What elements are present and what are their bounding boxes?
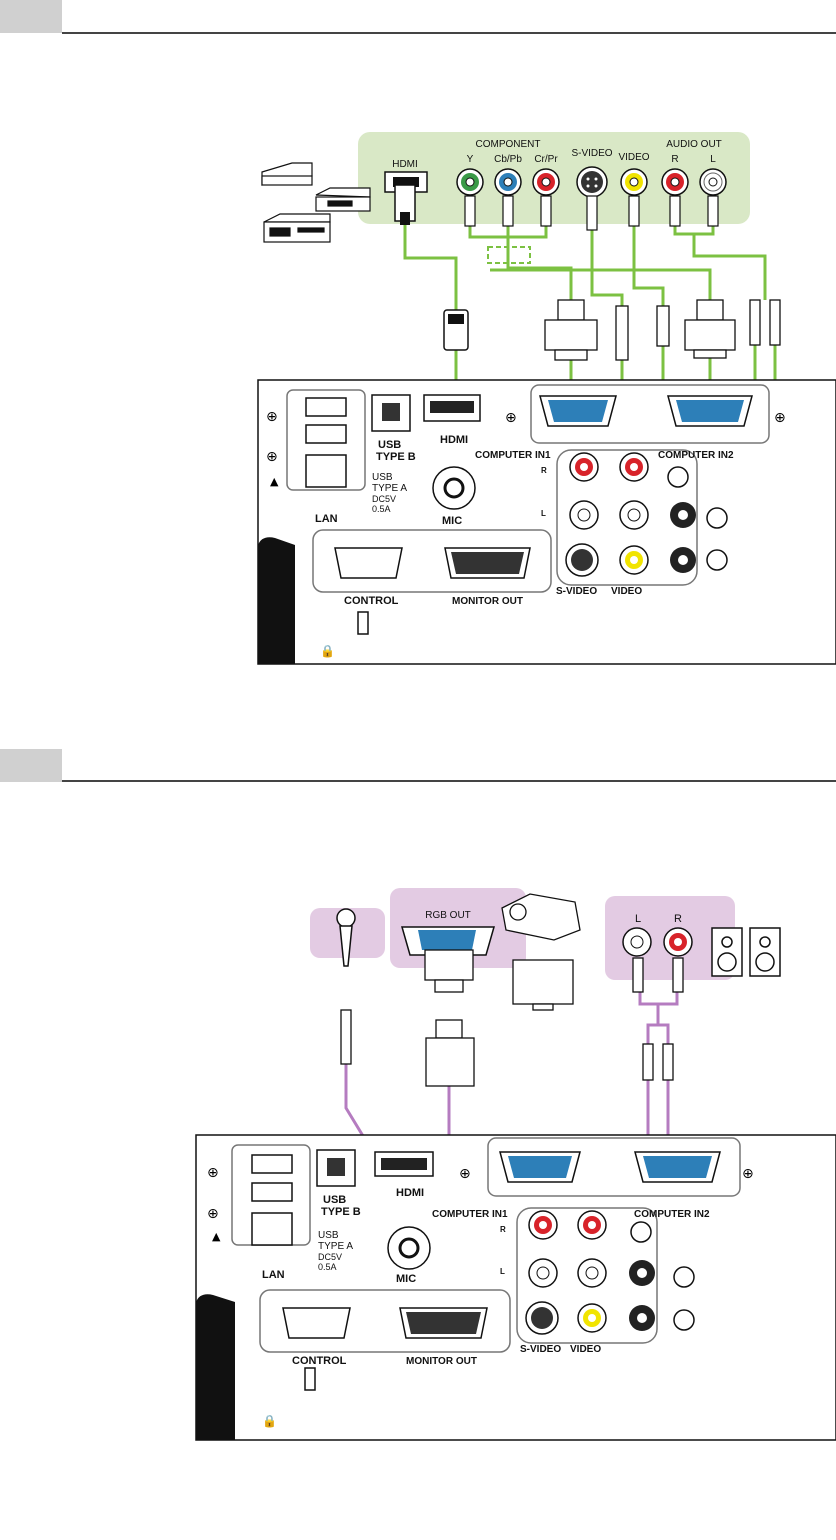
monitor-device-icon — [512, 959, 574, 1011]
rgb-cable-plug-mid-icon — [425, 1019, 475, 1087]
label-computer-in1-2: COMPUTER IN1 — [432, 1209, 508, 1220]
label-monitor-out: MONITOR OUT — [452, 596, 523, 607]
label-svideo-port: S-VIDEO — [556, 586, 597, 597]
label-audio-l: L — [710, 154, 716, 165]
source-cbpb-port — [494, 168, 522, 196]
vcr-icon — [315, 187, 371, 212]
label-audio-r: R — [671, 154, 678, 165]
label-cbpb: Cb/Pb — [494, 154, 522, 165]
label-usb-a-4: 0.5A — [372, 504, 391, 514]
source-svideo-port — [576, 166, 608, 198]
section-1-marker — [0, 0, 62, 33]
warning-triangle-icon: ▲ — [270, 475, 279, 488]
label-lan: LAN — [315, 513, 338, 525]
video-plug-icon — [656, 305, 670, 347]
label-mic-2: MIC — [396, 1273, 416, 1285]
label-video-port: VIDEO — [611, 586, 642, 597]
source-video-port — [620, 168, 648, 196]
label-usb-a-3-2: DC5V — [318, 1252, 342, 1262]
projector-rear-panel-2: 🔒 ⊕ ⊕ ⊕ ⊕ ▲ — [195, 1134, 836, 1441]
label-hdmi-source: HDMI — [392, 159, 418, 170]
label-video-source: VIDEO — [618, 152, 649, 163]
label-usb-b-1-2: USB — [323, 1194, 346, 1206]
audio-stereo-plugs-icon — [749, 299, 781, 346]
source-audio-r-port — [661, 168, 689, 196]
rgb-out-port — [401, 926, 495, 956]
label-video-port-2: VIDEO — [570, 1344, 601, 1355]
speaker-r-port — [663, 927, 693, 957]
label-usb-a-1: USB — [372, 472, 393, 483]
vga-plug-in1-icon — [544, 299, 598, 361]
speaker-plugs-top-icon — [632, 957, 684, 993]
label-usb-a-2: TYPE A — [372, 483, 407, 494]
screw-icon: ⊕ — [207, 1165, 219, 1181]
screw-icon: ⊕ — [207, 1206, 219, 1222]
label-control-2: CONTROL — [292, 1355, 347, 1367]
label-usb-a-3: DC5V — [372, 494, 396, 504]
label-crpr: Cr/Pr — [534, 154, 558, 165]
label-y: Y — [467, 154, 474, 165]
label-hdmi-port: HDMI — [440, 434, 468, 446]
section-1-rule — [62, 32, 836, 34]
label-control: CONTROL — [344, 595, 399, 607]
label-hdmi-port-2: HDMI — [396, 1187, 424, 1199]
vga-plug-in2-icon — [684, 299, 736, 359]
label-audio-in-l: L — [541, 509, 546, 518]
label-lan-2: LAN — [262, 1269, 285, 1281]
projector-device-icon — [501, 893, 581, 941]
label-audio-in-l-2: L — [500, 1267, 505, 1276]
projector-rear-panel-1: 🔒 ⊕ ⊕ ⊕ ⊕ ▲ — [257, 379, 836, 665]
label-computer-in2: COMPUTER IN2 — [658, 450, 734, 461]
screw-icon: ⊕ — [742, 1166, 754, 1182]
section-2-rule — [62, 780, 836, 782]
screw-icon: ⊕ — [505, 410, 517, 426]
microphone-icon — [336, 908, 356, 967]
label-component: COMPONENT — [476, 139, 541, 150]
label-usb-a-1-2: USB — [318, 1230, 339, 1241]
input-connection-diagram: COMPONENT Y Cb/Pb Cr/Pr S-VIDEO VIDEO AU… — [257, 132, 836, 665]
label-rgb-out: RGB OUT — [425, 910, 471, 921]
label-audio-out: AUDIO OUT — [666, 139, 722, 150]
microphone-plug-icon — [340, 1009, 352, 1065]
speakers-icon — [711, 927, 781, 977]
screw-icon: ⊕ — [266, 409, 278, 425]
speaker-l-port — [622, 927, 652, 957]
warning-triangle-icon: ▲ — [212, 1230, 221, 1243]
label-computer-in1: COMPUTER IN1 — [475, 450, 551, 461]
lock-slot-icon: 🔒 — [262, 1414, 277, 1428]
lock-slot-icon: 🔒 — [320, 644, 335, 658]
label-svideo-port-2: S-VIDEO — [520, 1344, 561, 1355]
section-2-marker — [0, 749, 62, 782]
source-y-port — [456, 168, 484, 196]
label-monitor-out-2: MONITOR OUT — [406, 1356, 477, 1367]
label-audio-in-r: R — [541, 466, 547, 475]
label-svideo-source: S-VIDEO — [571, 148, 612, 159]
label-usb-b-2-2: TYPE B — [321, 1206, 361, 1218]
source-crpr-port — [532, 168, 560, 196]
source-rca-plugs — [464, 195, 719, 231]
label-usb-a-4-2: 0.5A — [318, 1262, 337, 1272]
component-split-bracket — [487, 246, 531, 264]
screw-icon: ⊕ — [459, 1166, 471, 1182]
output-connection-diagram: RGB OUT L R — [195, 888, 836, 1441]
label-speaker-l: L — [635, 913, 641, 925]
screw-icon: ⊕ — [266, 449, 278, 465]
source-audio-l-port — [699, 168, 727, 196]
screw-icon: ⊕ — [774, 410, 786, 426]
label-audio-in-r-2: R — [500, 1225, 506, 1234]
label-mic: MIC — [442, 515, 462, 527]
dvd-player-icon — [261, 162, 313, 186]
rgb-cable-plug-top-icon — [424, 949, 474, 993]
svideo-plug-icon — [615, 305, 629, 361]
recorder-icon — [263, 213, 331, 243]
label-usb-b-2: TYPE B — [376, 451, 416, 463]
speaker-plugs-mid-icon — [642, 1043, 674, 1081]
label-usb-a-2-2: TYPE A — [318, 1241, 353, 1252]
label-speaker-r: R — [674, 913, 682, 925]
label-computer-in2-2: COMPUTER IN2 — [634, 1209, 710, 1220]
hdmi-cable-plug-icon — [443, 309, 469, 351]
source-hdmi-plug — [394, 184, 416, 225]
label-usb-b-1: USB — [378, 439, 401, 451]
